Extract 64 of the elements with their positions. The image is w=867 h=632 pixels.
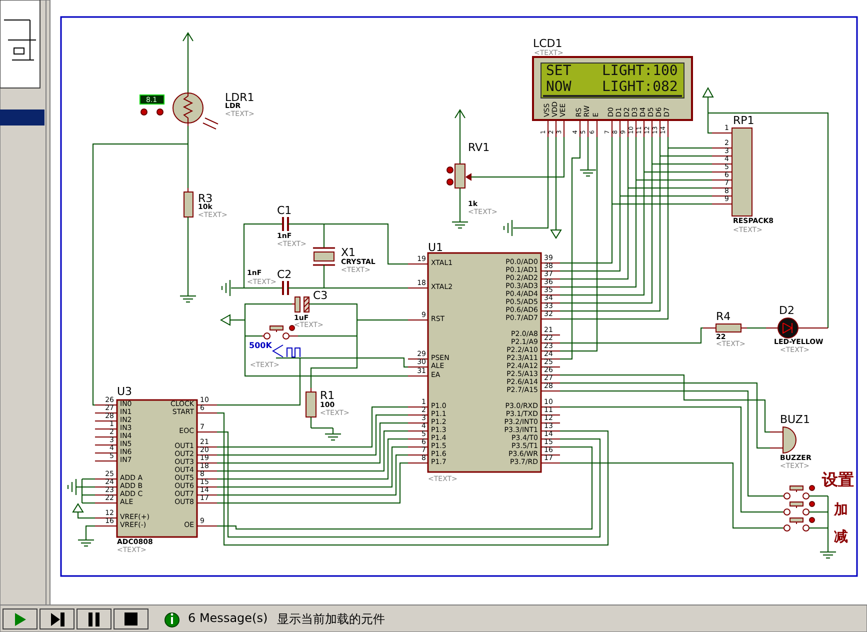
message-count: 6 Message(s): [188, 612, 268, 626]
wire: [560, 328, 704, 344]
wire: [652, 136, 712, 164]
lcd-text: LIGHT:082: [602, 80, 678, 96]
part-label: R1: [320, 390, 335, 402]
wire: [644, 136, 712, 172]
part-label: D2: [779, 305, 794, 318]
lcd-text: NOW: [546, 80, 572, 96]
wire: [308, 224, 324, 244]
part-label: U1: [428, 242, 444, 254]
part-label: C3: [313, 290, 328, 302]
wire: [216, 462, 408, 504]
wire: [216, 446, 408, 488]
wire: [244, 224, 268, 288]
lcd-text: SET: [546, 64, 572, 80]
part-label: LCD1: [533, 38, 562, 50]
button-label: 设置: [822, 472, 854, 488]
wire: [560, 382, 770, 448]
button-label: 减: [834, 530, 848, 544]
wire: [612, 136, 712, 204]
wire: [660, 136, 712, 156]
button-label: 加: [834, 503, 848, 517]
wire: [708, 96, 712, 134]
wire: [620, 136, 712, 196]
wire: [292, 276, 324, 288]
lcd-text: LIGHT:100: [602, 64, 678, 80]
part-label: LDR1: [225, 92, 254, 104]
wire: [216, 430, 408, 472]
part-label: RV1: [468, 142, 490, 154]
wire: [216, 412, 608, 546]
part-label: BUZ1: [780, 414, 810, 426]
wire: [230, 304, 292, 320]
wire: [560, 390, 784, 496]
part-label: R4: [716, 311, 731, 324]
wire: [216, 446, 592, 530]
wire: [92, 126, 188, 406]
wire: [560, 136, 598, 352]
wire: [310, 320, 408, 388]
wire: [560, 462, 784, 528]
wire: [628, 136, 712, 188]
wire: [560, 136, 580, 360]
wire: [668, 136, 712, 148]
wire: [216, 372, 300, 406]
wire: [500, 136, 564, 178]
wire: [560, 374, 770, 432]
wire: [216, 414, 408, 456]
wire: [216, 432, 600, 538]
part-label: C2: [277, 269, 292, 282]
wire: [216, 406, 408, 448]
wire: [216, 454, 408, 496]
wire: [216, 438, 408, 480]
wire: [636, 136, 712, 180]
wire: [512, 136, 548, 228]
part-label: R3: [198, 193, 213, 205]
status-text: 显示当前加载的元件: [277, 613, 385, 626]
frequency-label: 500K: [249, 342, 272, 351]
wire: [216, 422, 408, 464]
part-label: RP1: [733, 115, 754, 128]
part-label: X1: [341, 247, 356, 259]
wire: [560, 406, 784, 512]
part-label: U3: [117, 386, 132, 398]
wire: [306, 358, 408, 368]
part-label: C1: [277, 205, 292, 218]
wire: [708, 112, 828, 328]
